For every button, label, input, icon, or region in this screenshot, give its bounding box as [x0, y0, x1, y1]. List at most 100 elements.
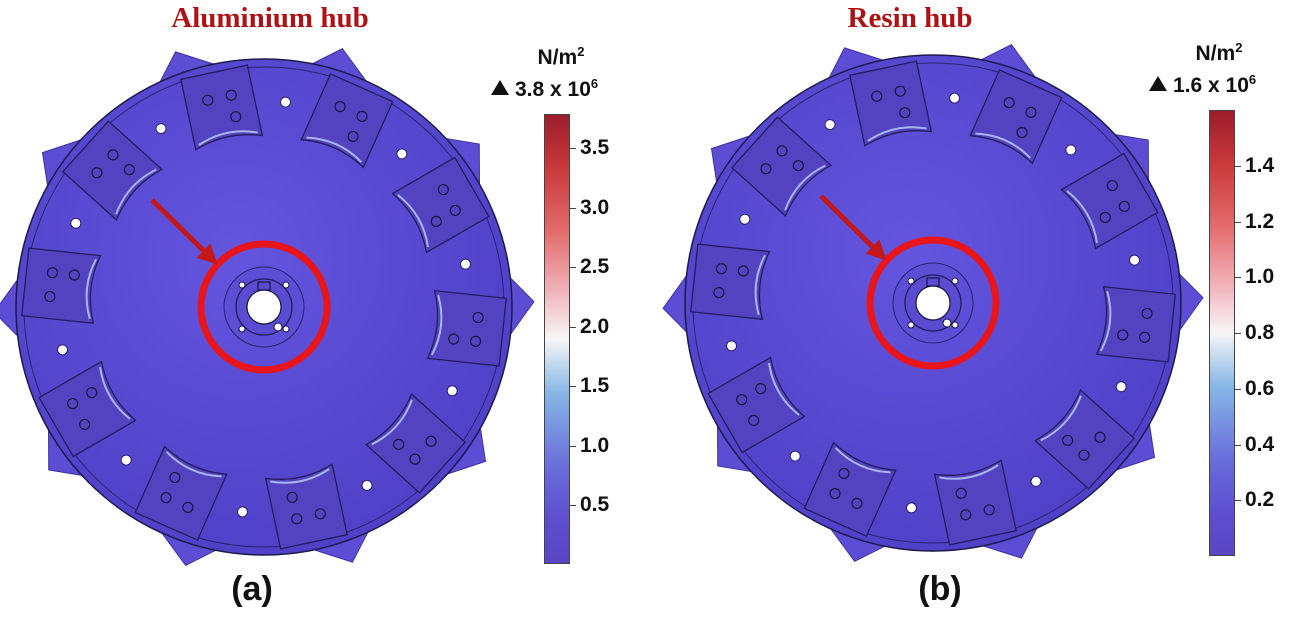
- colorbar-tick-label: 2.5: [580, 255, 610, 278]
- bolt-hole: [760, 163, 772, 175]
- bolt-hole: [748, 414, 760, 426]
- blade-pocket: [933, 459, 1017, 546]
- pocket-highlight: [99, 366, 131, 420]
- pocket-highlight: [397, 194, 429, 248]
- through-hole: [459, 258, 471, 270]
- bolt-hole: [86, 387, 98, 399]
- through-hole: [236, 506, 248, 518]
- through-hole: [120, 454, 132, 466]
- through-hole: [1065, 144, 1077, 156]
- blade-pocket: [730, 116, 833, 217]
- bolt-hole: [202, 94, 214, 106]
- max-triangle-icon: [491, 80, 509, 95]
- bolt-hole: [91, 167, 103, 179]
- pocket-highlight: [270, 468, 330, 484]
- bolt-hole: [851, 497, 863, 509]
- hub-stress-plot: [662, 43, 1204, 563]
- bolt-hole: [393, 438, 405, 450]
- bolt-hole: [182, 501, 194, 513]
- pocket-outline: [61, 120, 164, 221]
- pocket-outline: [1033, 389, 1136, 490]
- bolt-hole: [960, 509, 972, 521]
- bolt-hole: [449, 204, 461, 216]
- bolt-hole: [469, 335, 482, 347]
- blade-pocket: [1033, 389, 1136, 490]
- through-hole: [361, 479, 373, 491]
- pocket-outline: [1060, 152, 1159, 250]
- pocket-highlight: [371, 399, 413, 446]
- through-hole: [446, 385, 458, 397]
- colorbar-tickmark: [1235, 221, 1241, 223]
- mounting-hole: [951, 321, 959, 329]
- mounting-hole: [907, 277, 915, 285]
- bolt-hole: [713, 286, 725, 299]
- pocket-highlight: [198, 130, 258, 146]
- pocket-outline: [690, 243, 771, 320]
- bolt-hole: [871, 90, 883, 102]
- colorbar-tick-label: 0.8: [1245, 321, 1275, 345]
- pocket-highlight: [784, 164, 826, 211]
- blade-pocket: [690, 243, 771, 320]
- pocket-outline: [264, 463, 348, 550]
- through-hole: [70, 217, 82, 229]
- colorbar-unit: N/m2: [486, 44, 636, 70]
- bolt-hole: [1118, 200, 1130, 212]
- panel-title: Aluminium hub: [171, 2, 369, 34]
- bolt-hole: [286, 491, 298, 503]
- mounting-hole: [942, 318, 952, 328]
- pocket-highlight: [115, 168, 157, 215]
- blade-pocket: [969, 69, 1063, 165]
- colorbar-tickmark: [570, 445, 576, 447]
- colorbar-tick-label: 2.0: [580, 314, 610, 338]
- through-hole: [1030, 475, 1042, 487]
- colorbar-tickmark: [570, 148, 576, 149]
- blade-pocket: [364, 393, 467, 494]
- mounting-hole: [907, 321, 915, 329]
- blade-pocket: [391, 156, 490, 254]
- blade-pocket: [1095, 286, 1176, 363]
- bolt-hole: [430, 215, 442, 227]
- through-hole: [396, 148, 408, 160]
- bolt-hole: [1016, 126, 1028, 139]
- panel-caption: (a): [231, 570, 273, 608]
- panel-title: Resin hub: [847, 2, 973, 34]
- pocket-outline: [180, 64, 264, 151]
- colorbar-unit-sup: 2: [1235, 40, 1243, 55]
- pocket-outline: [300, 73, 394, 169]
- pocket-outline: [969, 69, 1063, 165]
- pocket-outline: [426, 290, 507, 367]
- bolt-hole: [169, 471, 181, 484]
- bolt-hole: [1003, 97, 1015, 109]
- blade-pocket: [180, 64, 264, 151]
- pocket-highlight: [975, 132, 1032, 159]
- pocket-highlight: [85, 258, 97, 320]
- bolt-hole: [437, 184, 449, 196]
- colorbar-tickmark: [1235, 166, 1241, 167]
- bolt-hole: [1025, 106, 1037, 118]
- colorbar-unit: N/m2: [1144, 40, 1294, 66]
- bolt-hole: [715, 263, 728, 275]
- pocket-outline: [1095, 286, 1176, 363]
- bolt-hole: [894, 85, 906, 97]
- bolt-hole: [1099, 211, 1111, 223]
- colorbar-max-base: 1.6 x 10: [1173, 74, 1249, 97]
- through-hole: [57, 344, 69, 356]
- mounting-hole: [282, 325, 290, 333]
- bolt-hole: [44, 290, 56, 303]
- pocket-highlight: [431, 294, 443, 356]
- bolt-hole: [955, 487, 967, 499]
- through-hole: [789, 450, 801, 462]
- bolt-hole: [792, 160, 804, 172]
- bolt-hole: [107, 149, 119, 161]
- bolt-hole: [79, 418, 91, 430]
- bolt-hole: [425, 435, 437, 447]
- mounting-hole: [273, 322, 283, 332]
- panel-caption: (b): [918, 570, 962, 608]
- colorbar-tick-label: 0.2: [1245, 488, 1275, 512]
- colorbar-tick-label: 3.0: [580, 195, 610, 219]
- pocket-outline: [730, 116, 833, 217]
- colorbar-tick-label: 3.5: [580, 136, 610, 159]
- pocket-highlight: [165, 451, 222, 478]
